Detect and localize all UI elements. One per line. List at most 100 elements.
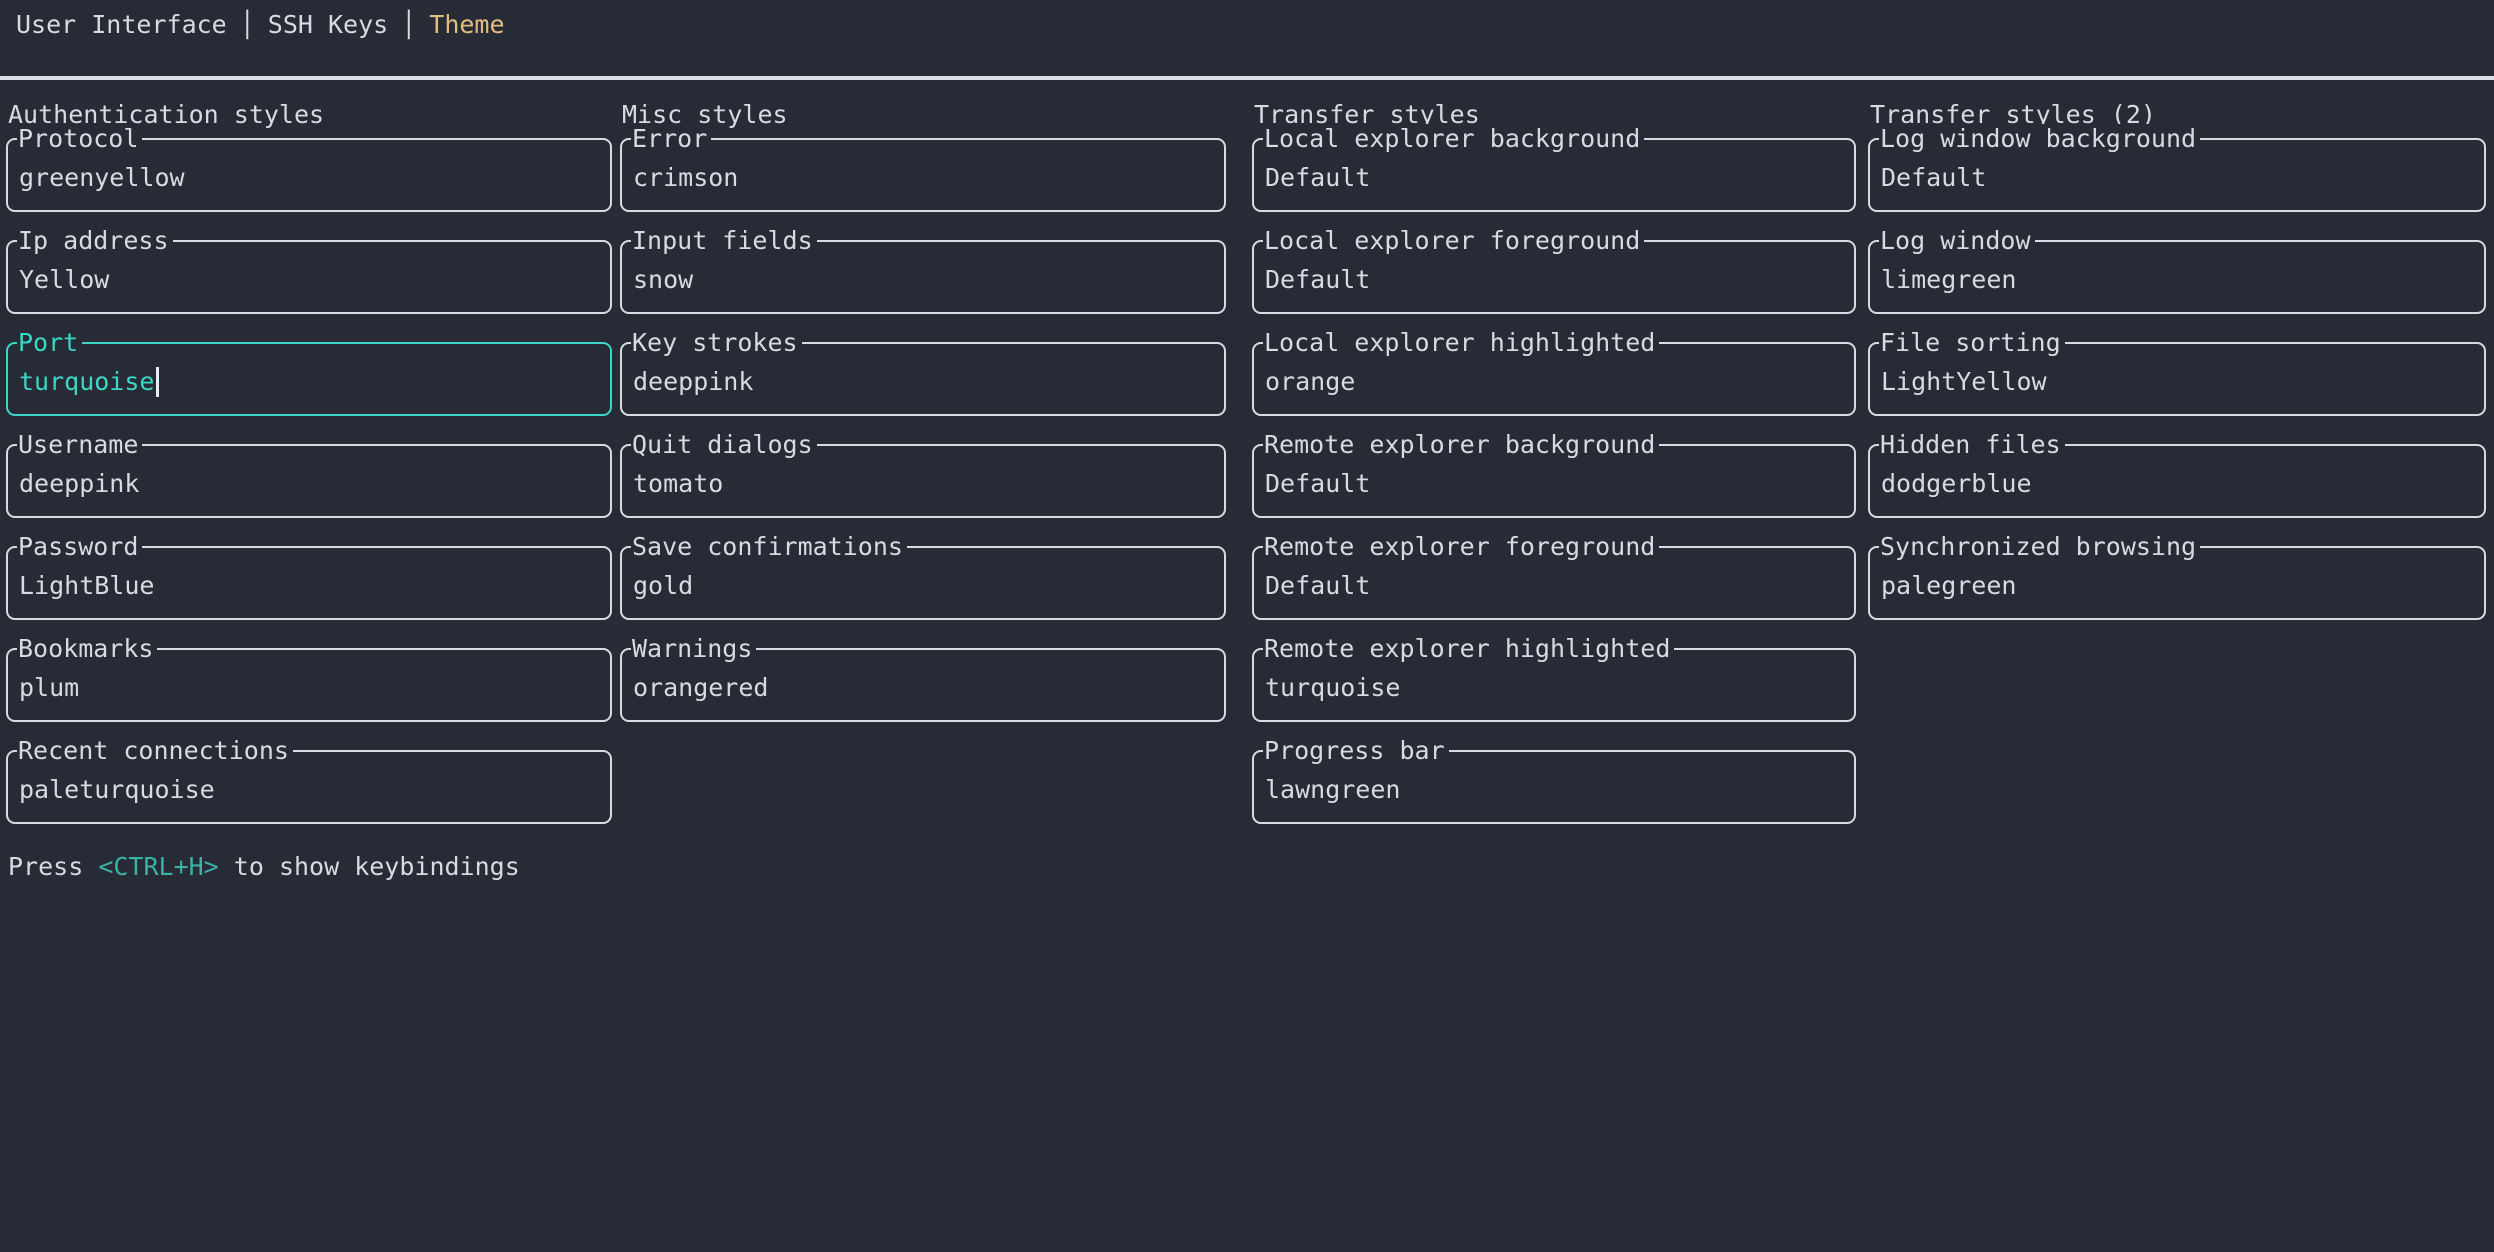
field-value: greenyellow [19, 163, 185, 192]
field-value-wrap: Default [1881, 163, 1986, 193]
field-key-strokes[interactable]: Key strokes deeppink [620, 328, 1226, 416]
field-value: gold [633, 571, 694, 600]
field-value-wrap: orange [1265, 367, 1355, 397]
field-value: crimson [633, 163, 739, 192]
tab-ssh-keys[interactable]: SSH Keys [267, 10, 389, 39]
field-value: plum [19, 673, 80, 702]
field-value-wrap: Yellow [19, 265, 109, 295]
field-value-wrap: LightYellow [1881, 367, 2047, 397]
field-value-wrap: gold [633, 571, 693, 601]
field-value: paleturquoise [19, 775, 215, 804]
keybinding-key: <CTRL+H> [98, 852, 219, 881]
field-label: Username [17, 430, 143, 460]
field-value-wrap: crimson [633, 163, 738, 193]
field-label: Warnings [631, 634, 757, 664]
field-label: Log window [1879, 226, 2035, 256]
field-input-fields[interactable]: Input fields snow [620, 226, 1226, 314]
tab-theme[interactable]: Theme [429, 10, 505, 39]
field-label: Remote explorer highlighted [1263, 634, 1675, 664]
field-hidden-files[interactable]: Hidden files dodgerblue [1868, 430, 2486, 518]
field-label: Input fields [631, 226, 817, 256]
field-label: File sorting [1879, 328, 2065, 358]
field-value: orange [1265, 367, 1356, 396]
field-value: orangered [633, 673, 769, 702]
field-label: Error [631, 124, 712, 154]
field-label: Bookmarks [17, 634, 158, 664]
field-value: tomato [633, 469, 724, 498]
field-label: Progress bar [1263, 736, 1449, 766]
field-value-wrap: dodgerblue [1881, 469, 2032, 499]
field-value-wrap: limegreen [1881, 265, 2016, 295]
field-local-explorer-highlighted[interactable]: Local explorer highlighted orange [1252, 328, 1856, 416]
field-port[interactable]: Port turquoise [6, 328, 612, 416]
field-recent-connections[interactable]: Recent connections paleturquoise [6, 736, 612, 824]
field-value-wrap: palegreen [1881, 571, 2016, 601]
keybinding-hint-prefix: Press [8, 852, 99, 881]
field-label: Remote explorer foreground [1263, 532, 1660, 562]
field-progress-bar[interactable]: Progress bar lawngreen [1252, 736, 1856, 824]
field-value-wrap: lawngreen [1265, 775, 1400, 805]
field-value-wrap: LightBlue [19, 571, 154, 601]
field-value: Yellow [19, 265, 110, 294]
field-warnings[interactable]: Warnings orangered [620, 634, 1226, 722]
field-value-wrap: Default [1265, 469, 1370, 499]
field-value: LightBlue [19, 571, 155, 600]
field-save-confirmations[interactable]: Save confirmations gold [620, 532, 1226, 620]
text-cursor [156, 367, 160, 397]
field-label: Password [17, 532, 143, 562]
field-value-wrap: turquoise [1265, 673, 1400, 703]
tab-separator: │ [239, 10, 255, 39]
field-value: dodgerblue [1881, 469, 2032, 498]
field-value: turquoise [1265, 673, 1401, 702]
field-log-window[interactable]: Log window limegreen [1868, 226, 2486, 314]
field-value-wrap: snow [633, 265, 693, 295]
field-value-wrap: greenyellow [19, 163, 185, 193]
field-value-wrap: paleturquoise [19, 775, 215, 805]
field-label: Key strokes [631, 328, 802, 358]
section-transfer-styles-2: Transfer styles (2)Log window background… [1868, 100, 2486, 648]
field-value: snow [633, 265, 694, 294]
field-value-wrap: Default [1265, 163, 1370, 193]
field-remote-explorer-highlighted[interactable]: Remote explorer highlighted turquoise [1252, 634, 1856, 722]
field-bookmarks[interactable]: Bookmarks plum [6, 634, 612, 722]
field-value-wrap: Default [1265, 265, 1370, 295]
field-value: Default [1265, 163, 1371, 192]
tab-user-interface[interactable]: User Interface [16, 10, 227, 39]
field-label: Hidden files [1879, 430, 2065, 460]
field-label: Recent connections [17, 736, 293, 766]
field-value: turquoise [19, 367, 155, 396]
field-label: Port [17, 328, 83, 358]
field-label: Local explorer background [1263, 124, 1645, 154]
field-value-wrap: deeppink [19, 469, 139, 499]
field-label: Save confirmations [631, 532, 907, 562]
field-label: Local explorer foreground [1263, 226, 1645, 256]
field-label: Local explorer highlighted [1263, 328, 1660, 358]
keybinding-hint: Press <CTRL+H> to show keybindings [0, 852, 2494, 882]
field-value: Default [1265, 571, 1371, 600]
field-value-wrap: deeppink [633, 367, 753, 397]
field-value: lawngreen [1265, 775, 1401, 804]
field-error[interactable]: Error crimson [620, 124, 1226, 212]
field-value: limegreen [1881, 265, 2017, 294]
tab-bar: User Interface│SSH Keys│Theme [0, 0, 2494, 40]
field-value: Default [1881, 163, 1987, 192]
keybinding-hint-suffix: to show keybindings [218, 852, 520, 881]
field-username[interactable]: Username deeppink [6, 430, 612, 518]
field-value-wrap: orangered [633, 673, 768, 703]
field-value: deeppink [19, 469, 140, 498]
